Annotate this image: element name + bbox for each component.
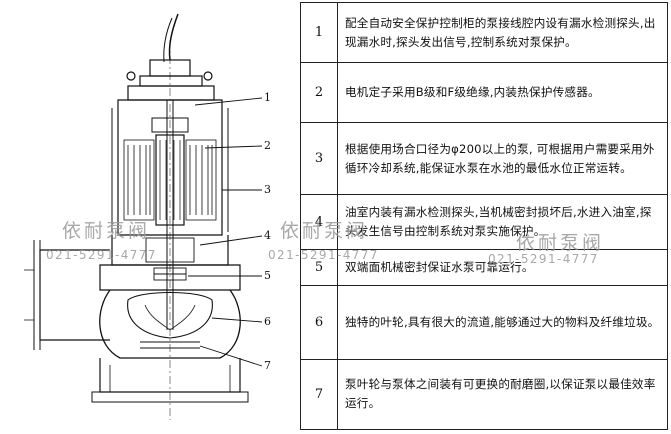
motor-housing bbox=[117, 99, 223, 236]
callout-4: 4 bbox=[264, 229, 271, 242]
callout-numbers: 1 2 3 4 5 6 7 bbox=[264, 91, 271, 372]
callout-1: 1 bbox=[264, 91, 271, 104]
volute-casing bbox=[99, 289, 241, 359]
table-row: 7 泵叶轮与泵体之间装有可更换的耐磨圈,以保证泵以最佳效率运行。 bbox=[300, 358, 668, 431]
feature-text: 配全自动安全保护控制柜的泵接线腔内设有漏水检测探头,出现漏水时,探头发出信号,控… bbox=[337, 1, 668, 64]
feature-text: 双端面机械密封保证水泵可靠运行。 bbox=[337, 248, 668, 286]
feature-text: 独特的叶轮,具有很大的流道,能够通过大的物料及纤维垃圾。 bbox=[337, 284, 668, 360]
feature-number: 5 bbox=[300, 248, 338, 286]
pump-drawing bbox=[24, 13, 249, 420]
callout-6: 6 bbox=[264, 315, 271, 328]
feature-number: 1 bbox=[300, 1, 338, 64]
feature-number: 3 bbox=[300, 122, 338, 196]
callout-5: 5 bbox=[264, 269, 271, 282]
pump-shaft bbox=[166, 100, 174, 330]
impeller bbox=[127, 291, 213, 339]
table-row: 3 根据使用场合口径为φ200以上的泵, 可根据用户需要采用外循环冷却系统,能保… bbox=[300, 122, 668, 196]
feature-text: 油室内装有漏水检测探头,当机械密封损坏后,水进入油室,探头发生信号由控制系统对泵… bbox=[337, 194, 668, 250]
callout-7: 7 bbox=[264, 359, 271, 372]
feature-text: 电机定子采用B级和F级绝缘,内装热保护传感器。 bbox=[337, 62, 668, 124]
callout-leaders bbox=[188, 97, 263, 367]
pump-cross-section-diagram: 1 2 3 4 5 6 7 bbox=[24, 13, 271, 420]
feature-number: 7 bbox=[300, 358, 338, 431]
table-row: 6 独特的叶轮,具有很大的流道,能够通过大的物料及纤维垃圾。 bbox=[300, 284, 668, 360]
feature-number: 6 bbox=[300, 284, 338, 360]
callout-3: 3 bbox=[264, 183, 271, 196]
rotor bbox=[155, 134, 185, 226]
stator-winding bbox=[123, 139, 217, 221]
table-row: 1 配全自动安全保护控制柜的泵接线腔内设有漏水检测探头,出现漏水时,探头发出信号… bbox=[300, 1, 668, 64]
feature-number: 4 bbox=[300, 194, 338, 250]
feature-text: 泵叶轮与泵体之间装有可更换的耐磨圈,以保证泵以最佳效率运行。 bbox=[337, 358, 668, 431]
table-row: 4 油室内装有漏水检测探头,当机械密封损坏后,水进入油室,探头发生信号由控制系统… bbox=[300, 194, 668, 250]
power-cable bbox=[168, 13, 179, 61]
callout-2: 2 bbox=[264, 139, 271, 152]
table-row: 2 电机定子采用B级和F级绝缘,内装热保护传感器。 bbox=[300, 62, 668, 124]
feature-number: 2 bbox=[300, 62, 338, 124]
feature-table: 1 配全自动安全保护控制柜的泵接线腔内设有漏水检测探头,出现漏水时,探头发出信号… bbox=[300, 1, 668, 431]
feature-text: 根据使用场合口径为φ200以上的泵, 可根据用户需要采用外循环冷却系统,能保证水… bbox=[337, 122, 668, 196]
table-row: 5 双端面机械密封保证水泵可靠运行。 bbox=[300, 248, 668, 286]
